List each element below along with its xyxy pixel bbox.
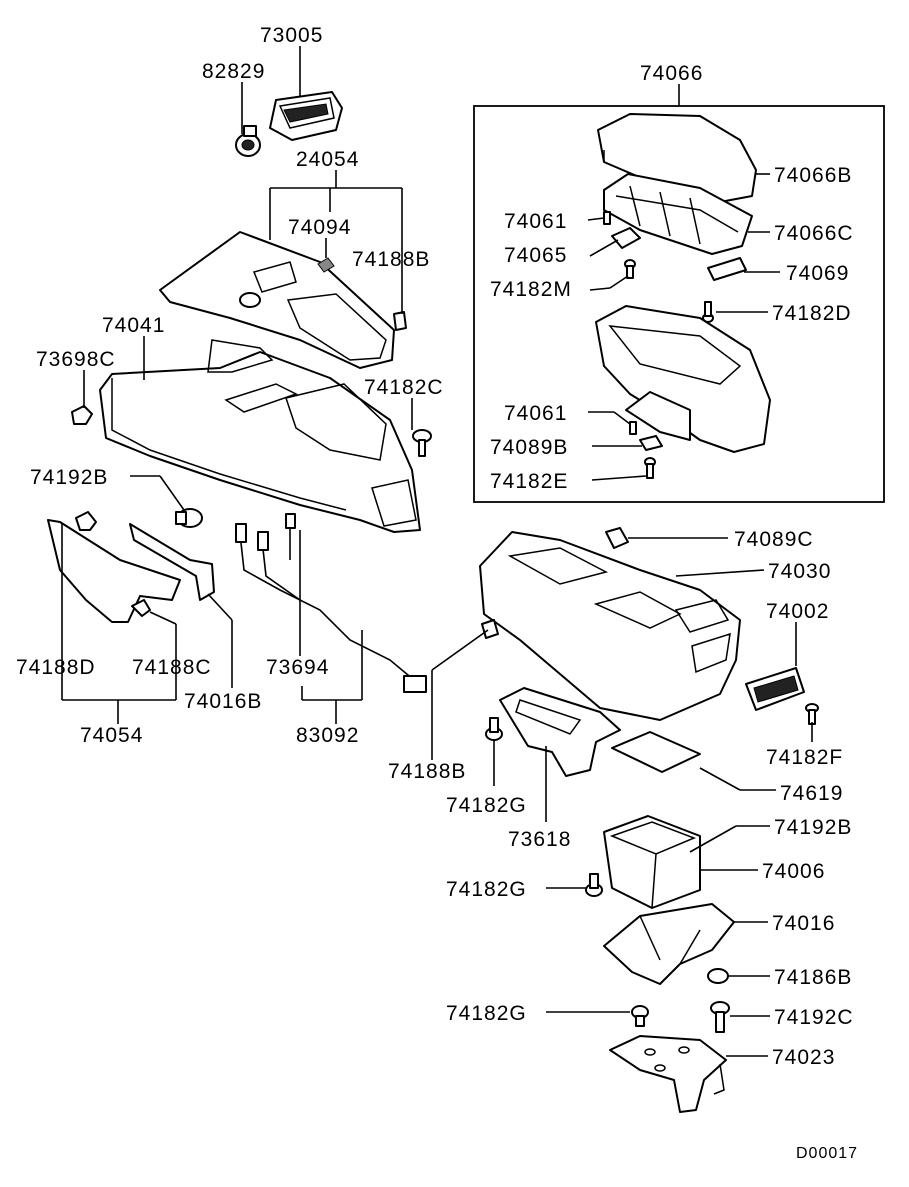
- label-74619: 74619: [780, 782, 843, 805]
- label-74066: 74066: [640, 62, 703, 85]
- label-73698C: 73698C: [36, 348, 116, 371]
- part-74006-box[interactable]: [603, 815, 701, 909]
- label-74182G-c: 74182G: [446, 1002, 527, 1025]
- label-74182E: 74182E: [490, 470, 568, 493]
- part-74016-bracket[interactable]: [603, 903, 735, 985]
- label-74182F: 74182F: [766, 746, 843, 769]
- label-24054: 24054: [296, 148, 359, 171]
- label-74016B: 74016B: [184, 690, 262, 713]
- label-74188B-top: 74188B: [352, 248, 430, 271]
- label-74182G-b: 74182G: [446, 878, 527, 901]
- label-74030: 74030: [768, 560, 831, 583]
- part-74066C-lid-inner[interactable]: [603, 173, 753, 255]
- label-74054: 74054: [80, 724, 143, 747]
- part-74066-armrest-base[interactable]: [595, 305, 771, 453]
- part-73618-cup-holder[interactable]: [499, 687, 621, 777]
- part-74089C-clip[interactable]: [605, 527, 629, 549]
- label-73618: 73618: [508, 828, 571, 851]
- part-74182M-screw[interactable]: [624, 259, 636, 279]
- label-74192B-left: 74192B: [30, 466, 108, 489]
- part-82829-socket[interactable]: [235, 125, 261, 157]
- part-74182C-screw[interactable]: [412, 429, 432, 457]
- label-74089C: 74089C: [734, 528, 814, 551]
- label-74192C: 74192C: [774, 1006, 854, 1029]
- part-74182D-screw[interactable]: [702, 301, 714, 323]
- part-74016B-bracket[interactable]: [129, 523, 215, 601]
- label-74182G-a: 74182G: [446, 794, 527, 817]
- label-74041: 74041: [102, 314, 165, 337]
- leader-lines: [61, 46, 813, 1057]
- label-74188D: 74188D: [16, 656, 96, 679]
- armrest-assembly-frame: [473, 84, 885, 503]
- part-74188D-clip[interactable]: [75, 511, 97, 531]
- part-73698C-clip[interactable]: [71, 405, 93, 425]
- part-74192B-bolt-left[interactable]: [175, 508, 203, 528]
- label-82829: 82829: [202, 60, 265, 83]
- label-74188C: 74188C: [132, 656, 212, 679]
- diagram-code: D00017: [796, 1145, 858, 1162]
- part-74089B-clip[interactable]: [639, 435, 663, 451]
- label-74192B-right: 74192B: [774, 816, 852, 839]
- label-74186B: 74186B: [774, 966, 852, 989]
- part-74002-tray[interactable]: [745, 667, 805, 711]
- part-74030-rear-console[interactable]: [479, 531, 741, 721]
- part-74054-side-cover[interactable]: [47, 519, 181, 623]
- part-74619-mat[interactable]: [611, 731, 701, 773]
- label-74016: 74016: [772, 912, 835, 935]
- label-74023: 74023: [772, 1046, 835, 1069]
- part-number-labels: 73005 82829 24054 74094 74188B 74041 736…: [16, 24, 858, 1162]
- part-73005-switch-panel[interactable]: [269, 91, 343, 141]
- part-83092-wire-harness[interactable]: [235, 513, 427, 693]
- part-74061-clip[interactable]: [629, 421, 637, 435]
- label-83092: 83092: [296, 724, 359, 747]
- label-74061-b: 74061: [504, 402, 567, 425]
- label-74182C: 74182C: [364, 376, 444, 399]
- label-74006: 74006: [762, 860, 825, 883]
- part-74188B-clip-top[interactable]: [393, 311, 407, 331]
- label-74002: 74002: [766, 600, 829, 623]
- label-74182D: 74182D: [772, 302, 852, 325]
- label-74094: 74094: [288, 216, 351, 239]
- part-74182G-screw-a[interactable]: [485, 717, 503, 741]
- label-74182M: 74182M: [490, 278, 572, 301]
- label-74066B: 74066B: [774, 164, 852, 187]
- part-74182G-screw-c[interactable]: [631, 1005, 649, 1027]
- label-73694: 73694: [266, 656, 329, 679]
- label-74061-a: 74061: [504, 210, 567, 233]
- part-74065-latch[interactable]: [611, 227, 641, 249]
- part-74023-base-bracket[interactable]: [609, 1035, 727, 1113]
- label-74188B-mid: 74188B: [388, 760, 466, 783]
- part-74182F-screw[interactable]: [805, 703, 819, 725]
- part-24054-upper-panel[interactable]: [159, 231, 395, 369]
- part-74188C-clip[interactable]: [131, 599, 151, 617]
- part-74186B-nut[interactable]: [707, 968, 729, 984]
- part-74182E-screw[interactable]: [644, 457, 656, 479]
- label-73005: 73005: [260, 24, 323, 47]
- part-74188B-clip-mid[interactable]: [481, 619, 499, 639]
- part-74182G-screw-b[interactable]: [585, 873, 603, 897]
- label-74065: 74065: [504, 244, 567, 267]
- part-74041-front-console[interactable]: [99, 339, 421, 533]
- part-74069-hinge[interactable]: [707, 257, 747, 281]
- part-74061-clip-top[interactable]: [603, 211, 611, 225]
- label-74069: 74069: [786, 262, 849, 285]
- part-74192C-bolt[interactable]: [710, 1001, 730, 1033]
- label-74066C: 74066C: [774, 222, 854, 245]
- label-74089B: 74089B: [490, 436, 568, 459]
